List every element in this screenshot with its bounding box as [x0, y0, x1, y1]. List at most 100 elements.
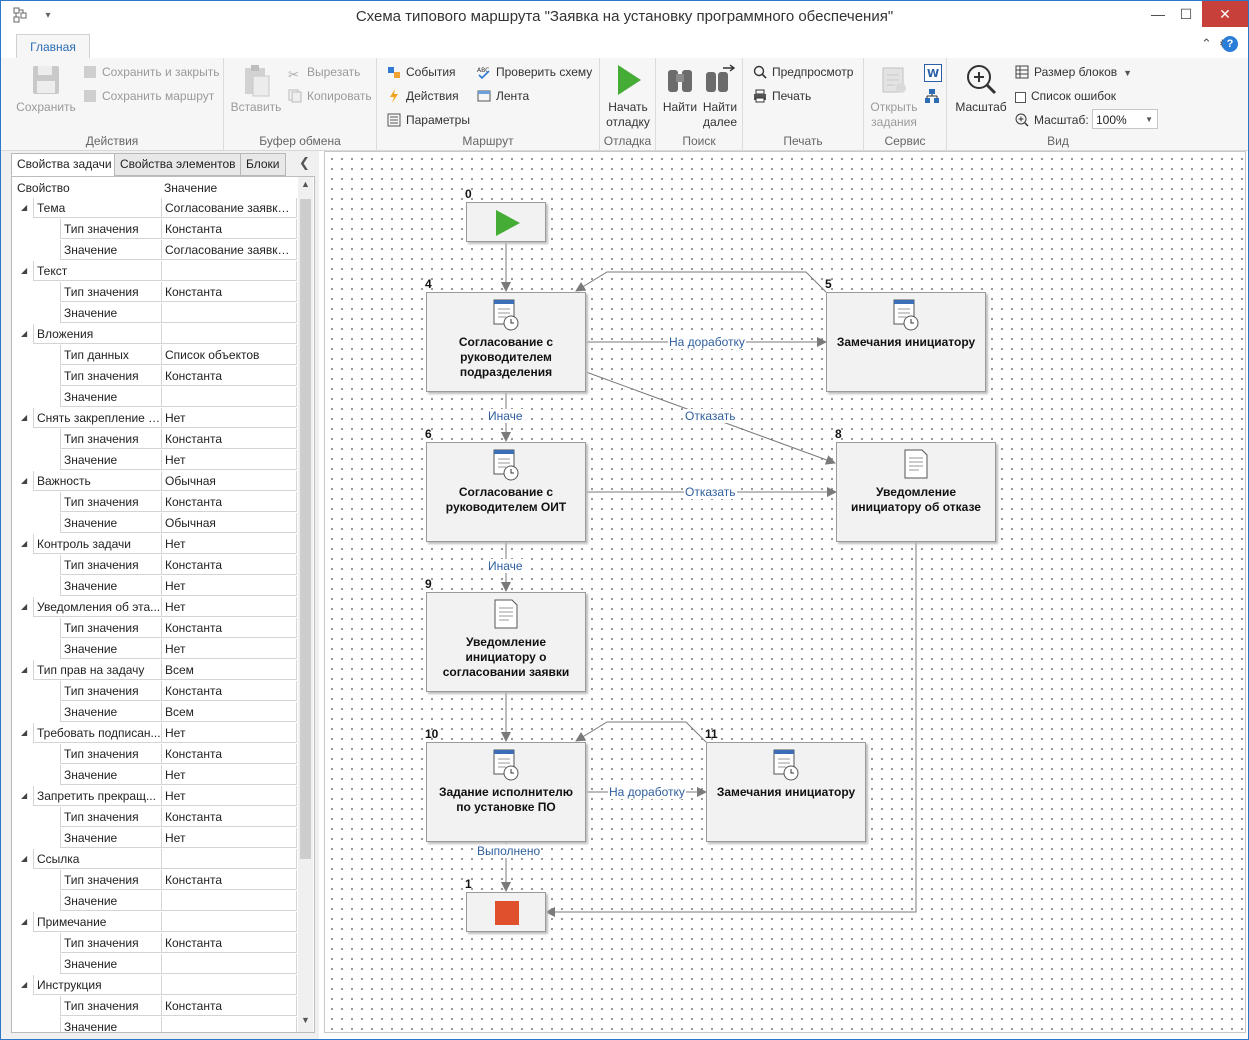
- node-approval-department[interactable]: Согласование с руководителем подразделен…: [426, 292, 586, 392]
- tab-blocks[interactable]: Блоки: [240, 153, 286, 176]
- copy-button[interactable]: Копировать: [288, 86, 372, 106]
- maximize-button[interactable]: ☐: [1179, 6, 1193, 22]
- block-size-button[interactable]: Размер блоков▼: [1015, 62, 1132, 82]
- property-value[interactable]: Нет: [162, 408, 297, 428]
- expand-triangle-icon[interactable]: ◢: [21, 791, 28, 800]
- quick-access-dropdown-icon[interactable]: ▾: [45, 10, 51, 21]
- node-remarks-initiator-5[interactable]: Замечания инициатору: [826, 292, 986, 392]
- events-button[interactable]: События: [387, 62, 456, 82]
- expand-triangle-icon[interactable]: ◢: [21, 266, 28, 275]
- property-group-row[interactable]: ◢Запретить прекращ...Нет: [12, 786, 297, 807]
- minimize-button[interactable]: —: [1151, 6, 1165, 22]
- property-value[interactable]: Нет: [162, 639, 297, 659]
- start-debug-button[interactable]: Начать отладку: [602, 62, 654, 130]
- property-value[interactable]: [162, 954, 297, 974]
- property-row[interactable]: Значение: [12, 954, 297, 975]
- error-list-toggle[interactable]: Список ошибок: [1015, 86, 1116, 106]
- property-value[interactable]: Нет: [162, 450, 297, 470]
- error-list-checkbox[interactable]: [1015, 92, 1026, 103]
- open-tasks-button[interactable]: Открыть задания: [866, 62, 922, 130]
- find-button[interactable]: Найти: [660, 62, 700, 115]
- expand-triangle-icon[interactable]: ◢: [21, 854, 28, 863]
- property-value[interactable]: Нет: [162, 786, 297, 806]
- property-row[interactable]: Значение: [12, 303, 297, 324]
- property-value[interactable]: Нет: [162, 723, 297, 743]
- property-group-row[interactable]: ◢Ссылка: [12, 849, 297, 870]
- diagram-canvas[interactable]: На доработку Отказать Иначе Отказать Ина…: [324, 151, 1246, 1033]
- property-row[interactable]: Значение: [12, 1017, 297, 1032]
- scroll-thumb[interactable]: [300, 199, 311, 859]
- expand-triangle-icon[interactable]: ◢: [21, 539, 28, 548]
- property-value[interactable]: Нет: [162, 765, 297, 785]
- collapse-panel-icon[interactable]: ❮: [299, 155, 310, 170]
- property-value[interactable]: Константа: [162, 429, 297, 449]
- property-value[interactable]: Константа: [162, 933, 297, 953]
- find-next-button[interactable]: Найти далее: [700, 62, 740, 130]
- property-value[interactable]: Константа: [162, 807, 297, 827]
- property-value[interactable]: Нет: [162, 828, 297, 848]
- help-icon[interactable]: ?: [1222, 36, 1238, 52]
- property-group-row[interactable]: ◢Текст: [12, 261, 297, 282]
- org-structure-icon[interactable]: [924, 88, 940, 104]
- save-button[interactable]: Сохранить: [13, 62, 79, 115]
- expand-triangle-icon[interactable]: ◢: [21, 602, 28, 611]
- node-approval-it[interactable]: Согласование с руководителем ОИТ: [426, 442, 586, 542]
- property-group-row[interactable]: ◢Вложения: [12, 324, 297, 345]
- property-group-row[interactable]: ◢Уведомления об эта...Нет: [12, 597, 297, 618]
- scroll-up-icon[interactable]: ▲: [301, 179, 310, 189]
- property-group-row[interactable]: ◢Примечание: [12, 912, 297, 933]
- property-value[interactable]: [162, 912, 297, 932]
- property-value[interactable]: [162, 849, 297, 869]
- property-value[interactable]: [162, 1017, 297, 1032]
- scroll-down-icon[interactable]: ▼: [301, 1015, 310, 1025]
- property-group-row[interactable]: ◢Инструкция: [12, 975, 297, 996]
- property-value[interactable]: Константа: [162, 492, 297, 512]
- expand-triangle-icon[interactable]: ◢: [21, 665, 28, 674]
- node-notify-reject[interactable]: Уведомление инициатору об отказе: [836, 442, 996, 542]
- property-value[interactable]: Константа: [162, 618, 297, 638]
- node-start[interactable]: [466, 202, 546, 242]
- property-row[interactable]: Значение: [12, 387, 297, 408]
- params-button[interactable]: Параметры: [387, 110, 470, 130]
- property-value[interactable]: Согласование заявки ...: [162, 240, 297, 260]
- property-value[interactable]: Всем: [162, 660, 297, 680]
- expand-triangle-icon[interactable]: ◢: [21, 476, 28, 485]
- save-close-button[interactable]: Сохранить и закрыть: [83, 62, 219, 82]
- property-value[interactable]: [162, 324, 297, 344]
- save-route-button[interactable]: Сохранить маршрут: [83, 86, 214, 106]
- route-actions-button[interactable]: Действия: [387, 86, 459, 106]
- expand-triangle-icon[interactable]: ◢: [21, 917, 28, 926]
- property-group-row[interactable]: ◢Снять закрепление в...Нет: [12, 408, 297, 429]
- property-row[interactable]: Значение: [12, 891, 297, 912]
- tab-task-properties[interactable]: Свойства задачи: [11, 153, 118, 176]
- property-value[interactable]: Всем: [162, 702, 297, 722]
- close-button[interactable]: ✕: [1202, 1, 1248, 27]
- vertical-scrollbar[interactable]: ▲ ▼: [298, 177, 313, 1032]
- property-value[interactable]: [162, 975, 297, 995]
- property-group-row[interactable]: ◢Требовать подписан...Нет: [12, 723, 297, 744]
- expand-triangle-icon[interactable]: ◢: [21, 728, 28, 737]
- node-notify-approved[interactable]: Уведомление инициатору о согласовании за…: [426, 592, 586, 692]
- property-value[interactable]: [162, 891, 297, 911]
